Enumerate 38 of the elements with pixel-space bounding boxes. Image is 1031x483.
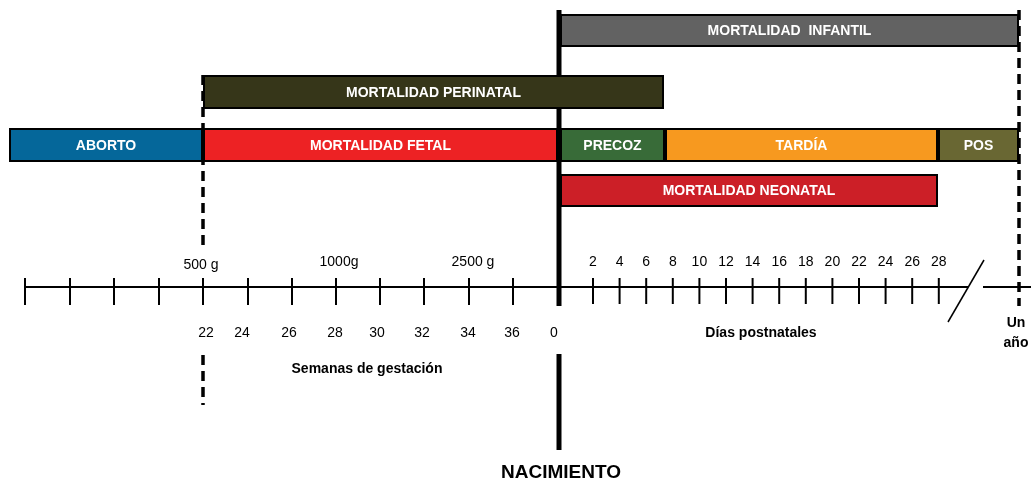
period-bar: MORTALIDAD PERINATAL (203, 75, 664, 109)
axis-label: 8 (668, 251, 677, 271)
period-bar: MORTALIDAD FETAL (203, 128, 558, 162)
axis-label: 1000g (319, 251, 359, 271)
axis-label: 4 (615, 251, 624, 271)
axis-label: 12 (718, 251, 734, 271)
axis-label: 28 (327, 322, 343, 342)
period-bar: PRECOZ (560, 128, 665, 162)
axis-label: NACIMIENTO (501, 459, 621, 483)
axis-label: 0 (550, 322, 558, 342)
axis-label: Semanas de gestación (291, 358, 443, 378)
axis-label: 36 (504, 322, 520, 342)
axis-label: 24 (877, 251, 894, 271)
axis-label: 10 (691, 251, 708, 271)
axis-label: 22 (198, 322, 214, 342)
axis-label: 2 (589, 251, 597, 271)
axis-label: 32 (414, 322, 430, 342)
axis-label: 2500 g (451, 251, 495, 271)
axis-label: 34 (460, 322, 476, 342)
axis-label: 16 (771, 251, 787, 271)
period-bar: MORTALIDAD INFANTIL (560, 14, 1019, 47)
period-bar: ABORTO (9, 128, 203, 162)
axis-label: 26 (904, 251, 920, 271)
axis-label: 14 (744, 251, 761, 271)
axis-label: 20 (824, 251, 841, 271)
axis-label: 26 (281, 322, 297, 342)
axis-label: Un año (1002, 313, 1030, 352)
axis-label: 6 (642, 251, 651, 271)
period-bar: MORTALIDAD NEONATAL (560, 174, 938, 207)
axis-label: 22 (851, 251, 867, 271)
axis-label: 28 (931, 251, 947, 271)
axis-label: 24 (234, 322, 250, 342)
period-bar: POS (938, 128, 1019, 162)
period-bar: TARDÍA (665, 128, 938, 162)
axis-label: 18 (798, 251, 814, 271)
axis-label: 500 g (183, 254, 219, 274)
axis-label: 30 (369, 322, 385, 342)
axis-label: Días postnatales (705, 322, 817, 342)
